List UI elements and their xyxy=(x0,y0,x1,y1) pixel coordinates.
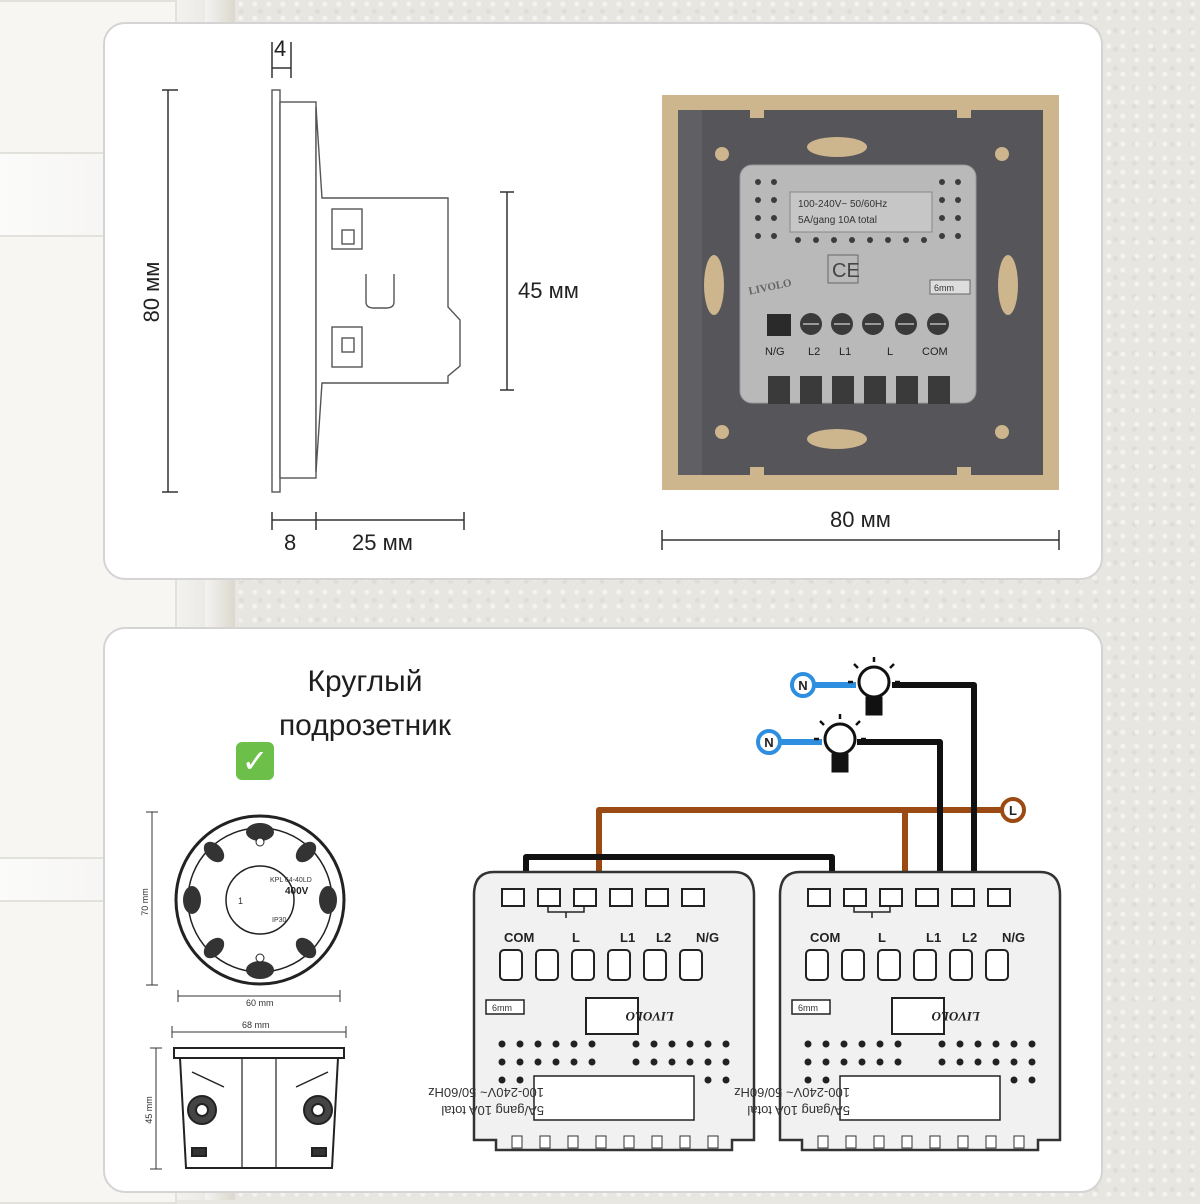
com-link-wire xyxy=(523,854,835,900)
checkmark-icon: ✓ xyxy=(236,742,274,780)
mounting-holes xyxy=(704,137,1018,449)
wiring-card: 70 mm 60 mm 68 mm 45 mm KPL 64-40LD 400V xyxy=(103,627,1103,1193)
l2-wire xyxy=(892,682,977,900)
dimensions-drawing: 4 80 мм 45 мм 8 25 мм 80 мм xyxy=(139,36,1060,555)
terminal-label: N/G xyxy=(765,346,785,358)
terminal-label: COM xyxy=(922,346,948,358)
dimension-lines xyxy=(162,42,1060,550)
round-box-side-view xyxy=(173,1047,345,1169)
terminal-label: L1 xyxy=(839,346,851,358)
vent-holes xyxy=(755,179,961,243)
wiring-lines xyxy=(523,682,1002,900)
box-title-line1: Круглый xyxy=(307,665,423,698)
box-outer-width-label: 68 mm xyxy=(242,1020,270,1030)
strip-length-label: 6mm xyxy=(934,283,954,293)
terminal-label: L2 xyxy=(808,346,820,358)
dimensions-card: 4 80 мм 45 мм 8 25 мм 80 мм xyxy=(103,22,1103,580)
dim-module-depth: 25 мм xyxy=(352,530,413,555)
module-rating-line1: 100-240V~ 50/60Hz xyxy=(798,199,887,210)
live-wire xyxy=(596,807,1002,900)
dim-plate-thickness: 4 xyxy=(274,36,286,61)
neutral-terminal: N xyxy=(790,672,816,698)
box-depth-label: 45 mm xyxy=(144,1096,154,1124)
live-terminal: L xyxy=(1000,797,1026,823)
round-box-top-view: 70 mm 60 mm 68 mm 45 mm KPL 64-40LD 400V xyxy=(140,811,347,1170)
box-number: 1 xyxy=(238,896,243,906)
switch-back-view: 100-240V~ 50/60Hz 5A/gang 10A total LIVO… xyxy=(662,95,1059,490)
side-profile xyxy=(271,89,461,493)
wire-entries xyxy=(768,376,950,404)
module-rating-line2: 5A/gang 10A total xyxy=(798,215,877,226)
box-title-line2: подрозетник xyxy=(278,709,452,742)
lightbulb-icon xyxy=(848,657,900,716)
box-height-label: 70 mm xyxy=(140,888,150,916)
svg-text:L: L xyxy=(1009,803,1017,818)
svg-text:N: N xyxy=(764,735,773,750)
dim-module-height: 45 мм xyxy=(518,278,579,303)
box-marking: KPL 64-40LD xyxy=(270,877,312,884)
wiring-drawing: 70 mm 60 mm 68 mm 45 mm KPL 64-40LD 400V xyxy=(140,657,1026,1170)
neutral-terminal: N xyxy=(756,729,782,755)
dim-plate-depth: 8 xyxy=(284,530,296,555)
ce-mark: CE xyxy=(832,260,860,282)
svg-text:N: N xyxy=(798,678,807,693)
box-inner-width-label: 60 mm xyxy=(246,998,274,1008)
lightbulb-icon xyxy=(814,714,866,773)
box-ip-rating: IP30 xyxy=(272,917,287,924)
terminal-screws xyxy=(767,313,949,336)
box-voltage: 400V xyxy=(285,886,309,897)
l1-wire xyxy=(857,739,943,900)
dim-height: 80 мм xyxy=(139,262,164,323)
terminal-label: L xyxy=(887,346,893,358)
dim-width: 80 мм xyxy=(830,507,891,532)
